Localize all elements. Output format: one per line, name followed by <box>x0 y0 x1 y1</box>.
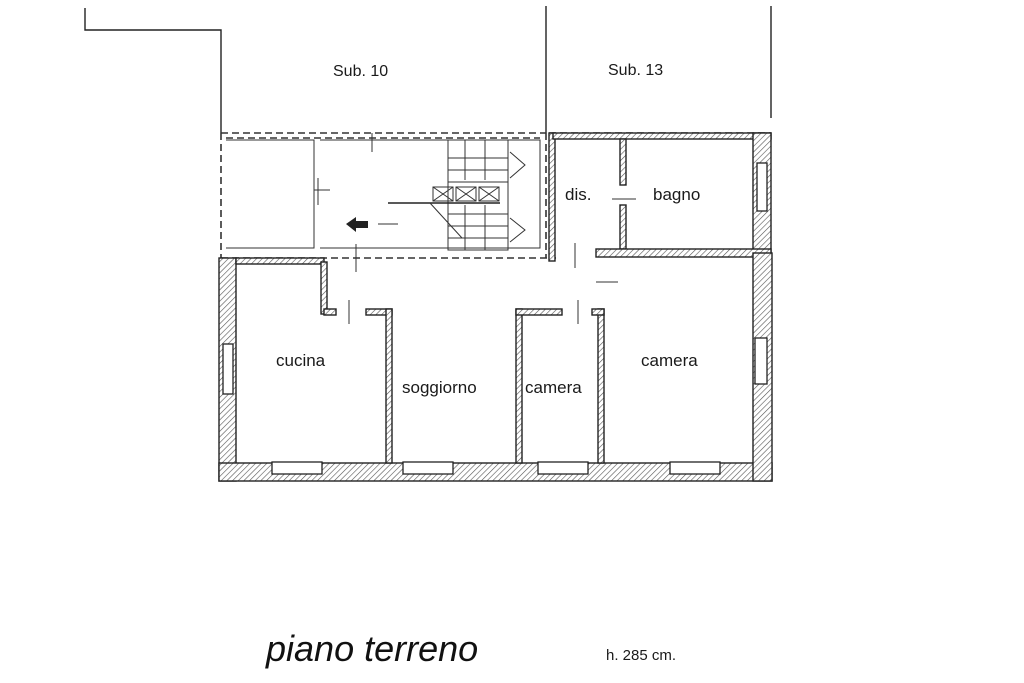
room-label-camera-small: camera <box>525 378 582 397</box>
entrance-arrow-icon <box>346 217 398 232</box>
staircase <box>388 139 526 251</box>
room-label-dis: dis. <box>565 185 591 204</box>
partitions <box>348 244 605 464</box>
room-label-cucina: cucina <box>276 351 326 370</box>
ceiling-height-note: h. 285 cm. <box>606 647 676 664</box>
room-label-soggiorno: soggiorno <box>402 378 477 397</box>
property-boundaries <box>84 6 772 133</box>
room-label-bagno: bagno <box>653 185 700 204</box>
neighbour-label-sub10: Sub. 10 <box>333 63 388 80</box>
bathroom-block <box>548 132 772 283</box>
room-label-camera-large: camera <box>641 351 698 370</box>
windows <box>222 337 768 475</box>
neighbour-label-sub13: Sub. 13 <box>608 62 663 79</box>
plan-title: piano terreno <box>265 628 478 669</box>
entry-rooms <box>226 133 541 249</box>
